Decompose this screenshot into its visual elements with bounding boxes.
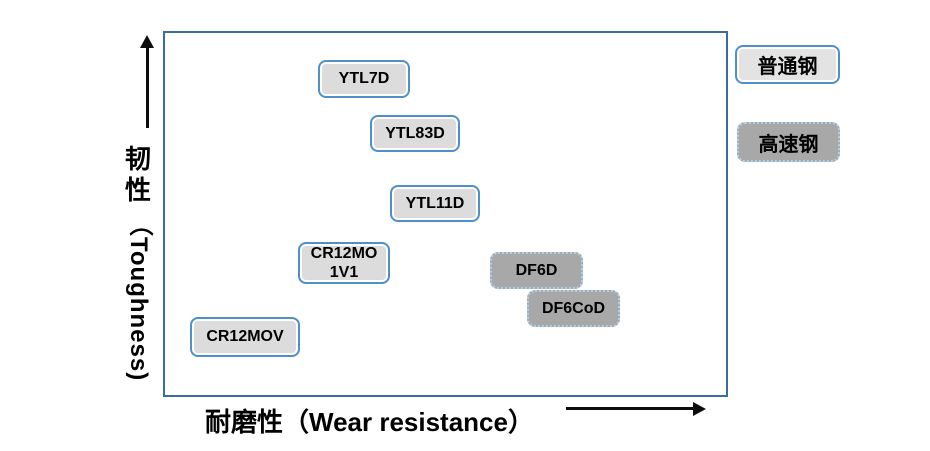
material-label: CR12MOV	[206, 328, 284, 346]
material-box-ytl11d: YTL11D	[390, 185, 480, 222]
material-box-cr12mov: CR12MOV	[190, 317, 300, 357]
legend-high-speed-steel: 高速钢	[737, 122, 840, 162]
material-box-df6d: DF6D	[490, 252, 583, 289]
material-label: YTL83D	[385, 124, 445, 142]
y-axis-line	[146, 47, 149, 128]
material-box-df6cod: DF6CoD	[527, 290, 620, 327]
material-box-ytl7d: YTL7D	[318, 60, 410, 98]
x-axis-arrow-icon	[693, 402, 706, 416]
material-label: YTL7D	[338, 70, 390, 88]
material-label: YTL11D	[405, 194, 465, 212]
material-label: DF6D	[515, 261, 558, 279]
material-label: DF6CoD	[541, 299, 606, 317]
x-axis-line	[566, 407, 695, 410]
x-axis-label: 耐磨性（Wear resistance）	[205, 407, 534, 437]
material-box-ytl83d: YTL83D	[370, 115, 460, 152]
legend-ordinary-steel: 普通钢	[735, 45, 840, 84]
legend-label: 高速钢	[758, 133, 819, 156]
y-axis-label-en: （Toughness)	[125, 212, 152, 382]
y-axis-label-cn: 韧性	[124, 144, 151, 206]
y-axis-arrow-icon	[140, 35, 154, 48]
legend-label: 普通钢	[757, 56, 818, 78]
material-box-cr12mo1v1: CR12MO 1V1	[298, 242, 390, 284]
material-label: CR12MO 1V1	[310, 244, 378, 281]
